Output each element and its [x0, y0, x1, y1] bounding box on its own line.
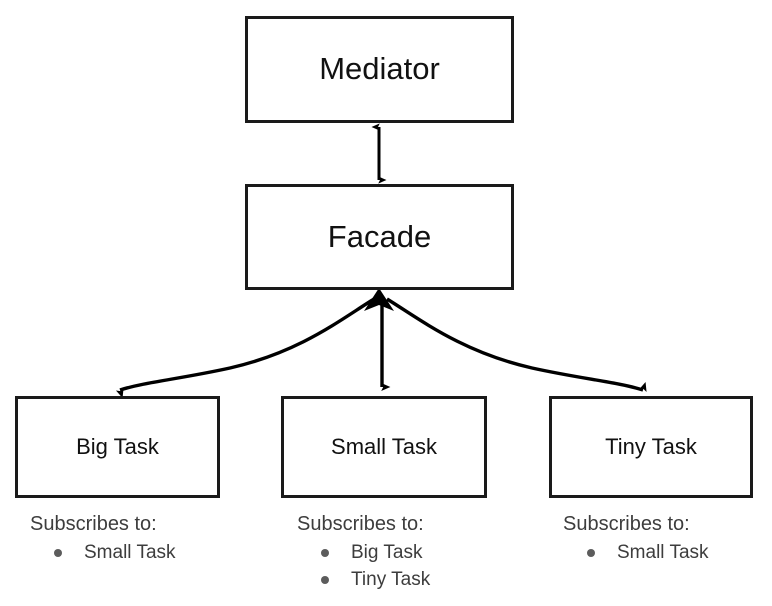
- subscriptions-small-task-heading: Subscribes to:: [297, 513, 424, 535]
- node-mediator[interactable]: Mediator: [245, 16, 514, 123]
- bullet-icon: [54, 549, 62, 558]
- node-small-task[interactable]: Small Task: [281, 396, 487, 498]
- node-tiny-task-label: Tiny Task: [605, 433, 697, 459]
- edge-facade-tiny-task: [386, 297, 643, 390]
- list-item-label: Small Task: [617, 542, 709, 563]
- subscriptions-small-task: Subscribes to: Big Task Tiny Task: [297, 513, 430, 594]
- list-item: Small Task: [563, 540, 709, 567]
- subscriptions-big-task-heading: Subscribes to:: [30, 513, 157, 535]
- node-small-task-label: Small Task: [331, 433, 437, 459]
- list-item: Small Task: [30, 540, 176, 567]
- bullet-icon: [587, 549, 595, 558]
- edge-tasks-to-facade-arrowhead: [364, 288, 394, 311]
- node-big-task-label: Big Task: [76, 433, 159, 459]
- subscriptions-small-task-list: Big Task Tiny Task: [297, 540, 430, 594]
- list-item: Big Task: [297, 540, 430, 567]
- list-item-label: Small Task: [84, 542, 176, 563]
- subscriptions-tiny-task-list: Small Task: [563, 540, 709, 567]
- node-facade[interactable]: Facade: [245, 184, 514, 290]
- node-mediator-label: Mediator: [319, 51, 440, 87]
- bullet-icon: [321, 549, 329, 558]
- list-item-label: Big Task: [351, 542, 423, 563]
- bullet-icon: [321, 576, 329, 585]
- subscriptions-tiny-task-heading: Subscribes to:: [563, 513, 690, 535]
- subscriptions-big-task-list: Small Task: [30, 540, 176, 567]
- node-big-task[interactable]: Big Task: [15, 396, 220, 498]
- list-item: Tiny Task: [297, 567, 430, 594]
- node-tiny-task[interactable]: Tiny Task: [549, 396, 753, 498]
- node-facade-label: Facade: [327, 218, 432, 254]
- subscriptions-big-task: Subscribes to: Small Task: [30, 513, 176, 567]
- edge-facade-big-task: [120, 297, 375, 390]
- list-item-label: Tiny Task: [351, 568, 431, 590]
- subscriptions-tiny-task: Subscribes to: Small Task: [563, 513, 709, 567]
